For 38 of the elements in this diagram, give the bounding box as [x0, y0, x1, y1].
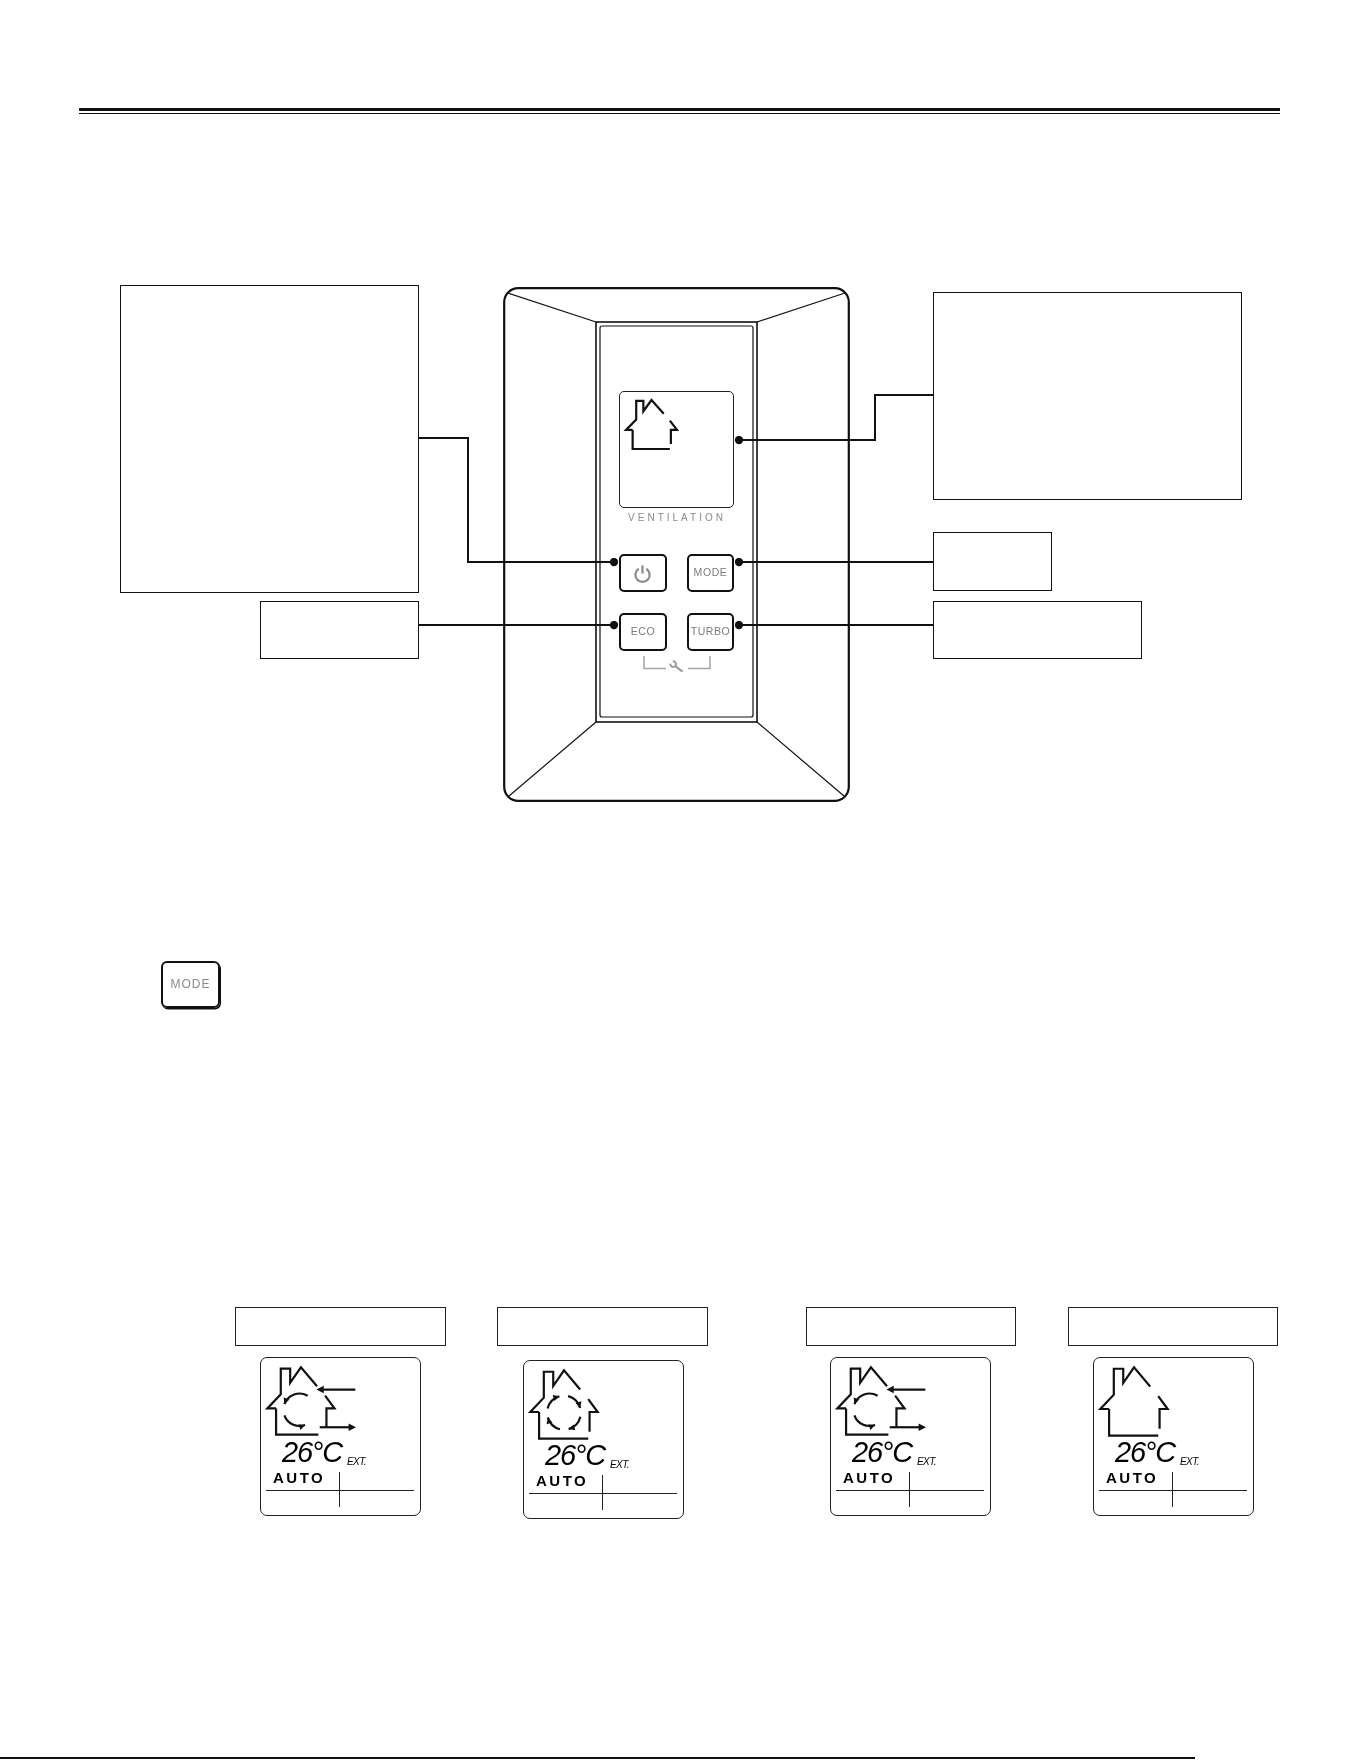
- lcd-display: [523, 1360, 684, 1519]
- mode-label: AUTO: [843, 1470, 896, 1485]
- wall-controller: [503, 287, 850, 802]
- temperature-reading: 26°C: [1115, 1438, 1175, 1467]
- lcd-display: [1093, 1357, 1254, 1516]
- mode-label: AUTO: [273, 1470, 326, 1485]
- power-button: [619, 554, 667, 592]
- temperature-reading: 26°C: [545, 1441, 605, 1470]
- caption-box: [806, 1307, 1016, 1346]
- temperature-reading: 26°C: [852, 1438, 912, 1467]
- caption-box: [497, 1307, 708, 1346]
- leader-line: [734, 394, 934, 445]
- mode-button: MODE: [687, 554, 734, 592]
- leader-line: [734, 620, 934, 630]
- lcd-display: [830, 1357, 991, 1516]
- leader-line: [418, 437, 619, 567]
- panel-label: VENTILATION: [628, 513, 726, 523]
- sensor-label: EXT.: [347, 1457, 366, 1467]
- mode-label: AUTO: [1106, 1470, 1159, 1485]
- callout-box: [933, 292, 1242, 500]
- callout-box: [260, 601, 419, 659]
- leader-line: [734, 557, 934, 567]
- callout-box: [933, 601, 1142, 659]
- callout-box: [933, 532, 1052, 591]
- mode-button: MODE: [161, 961, 220, 1008]
- lcd-display: [260, 1357, 421, 1516]
- sensor-label: EXT.: [1180, 1457, 1199, 1467]
- temperature-reading: 26°C: [282, 1438, 342, 1467]
- callout-box: [120, 285, 419, 593]
- display-screen: [619, 391, 734, 508]
- turbo-button: TURBO: [687, 613, 734, 651]
- leader-line: [418, 620, 619, 630]
- caption-box: [235, 1307, 446, 1346]
- sensor-label: EXT.: [610, 1460, 629, 1470]
- mode-label: AUTO: [536, 1473, 589, 1488]
- caption-box: [1068, 1307, 1278, 1346]
- sensor-label: EXT.: [917, 1457, 936, 1467]
- eco-button: ECO: [619, 613, 667, 651]
